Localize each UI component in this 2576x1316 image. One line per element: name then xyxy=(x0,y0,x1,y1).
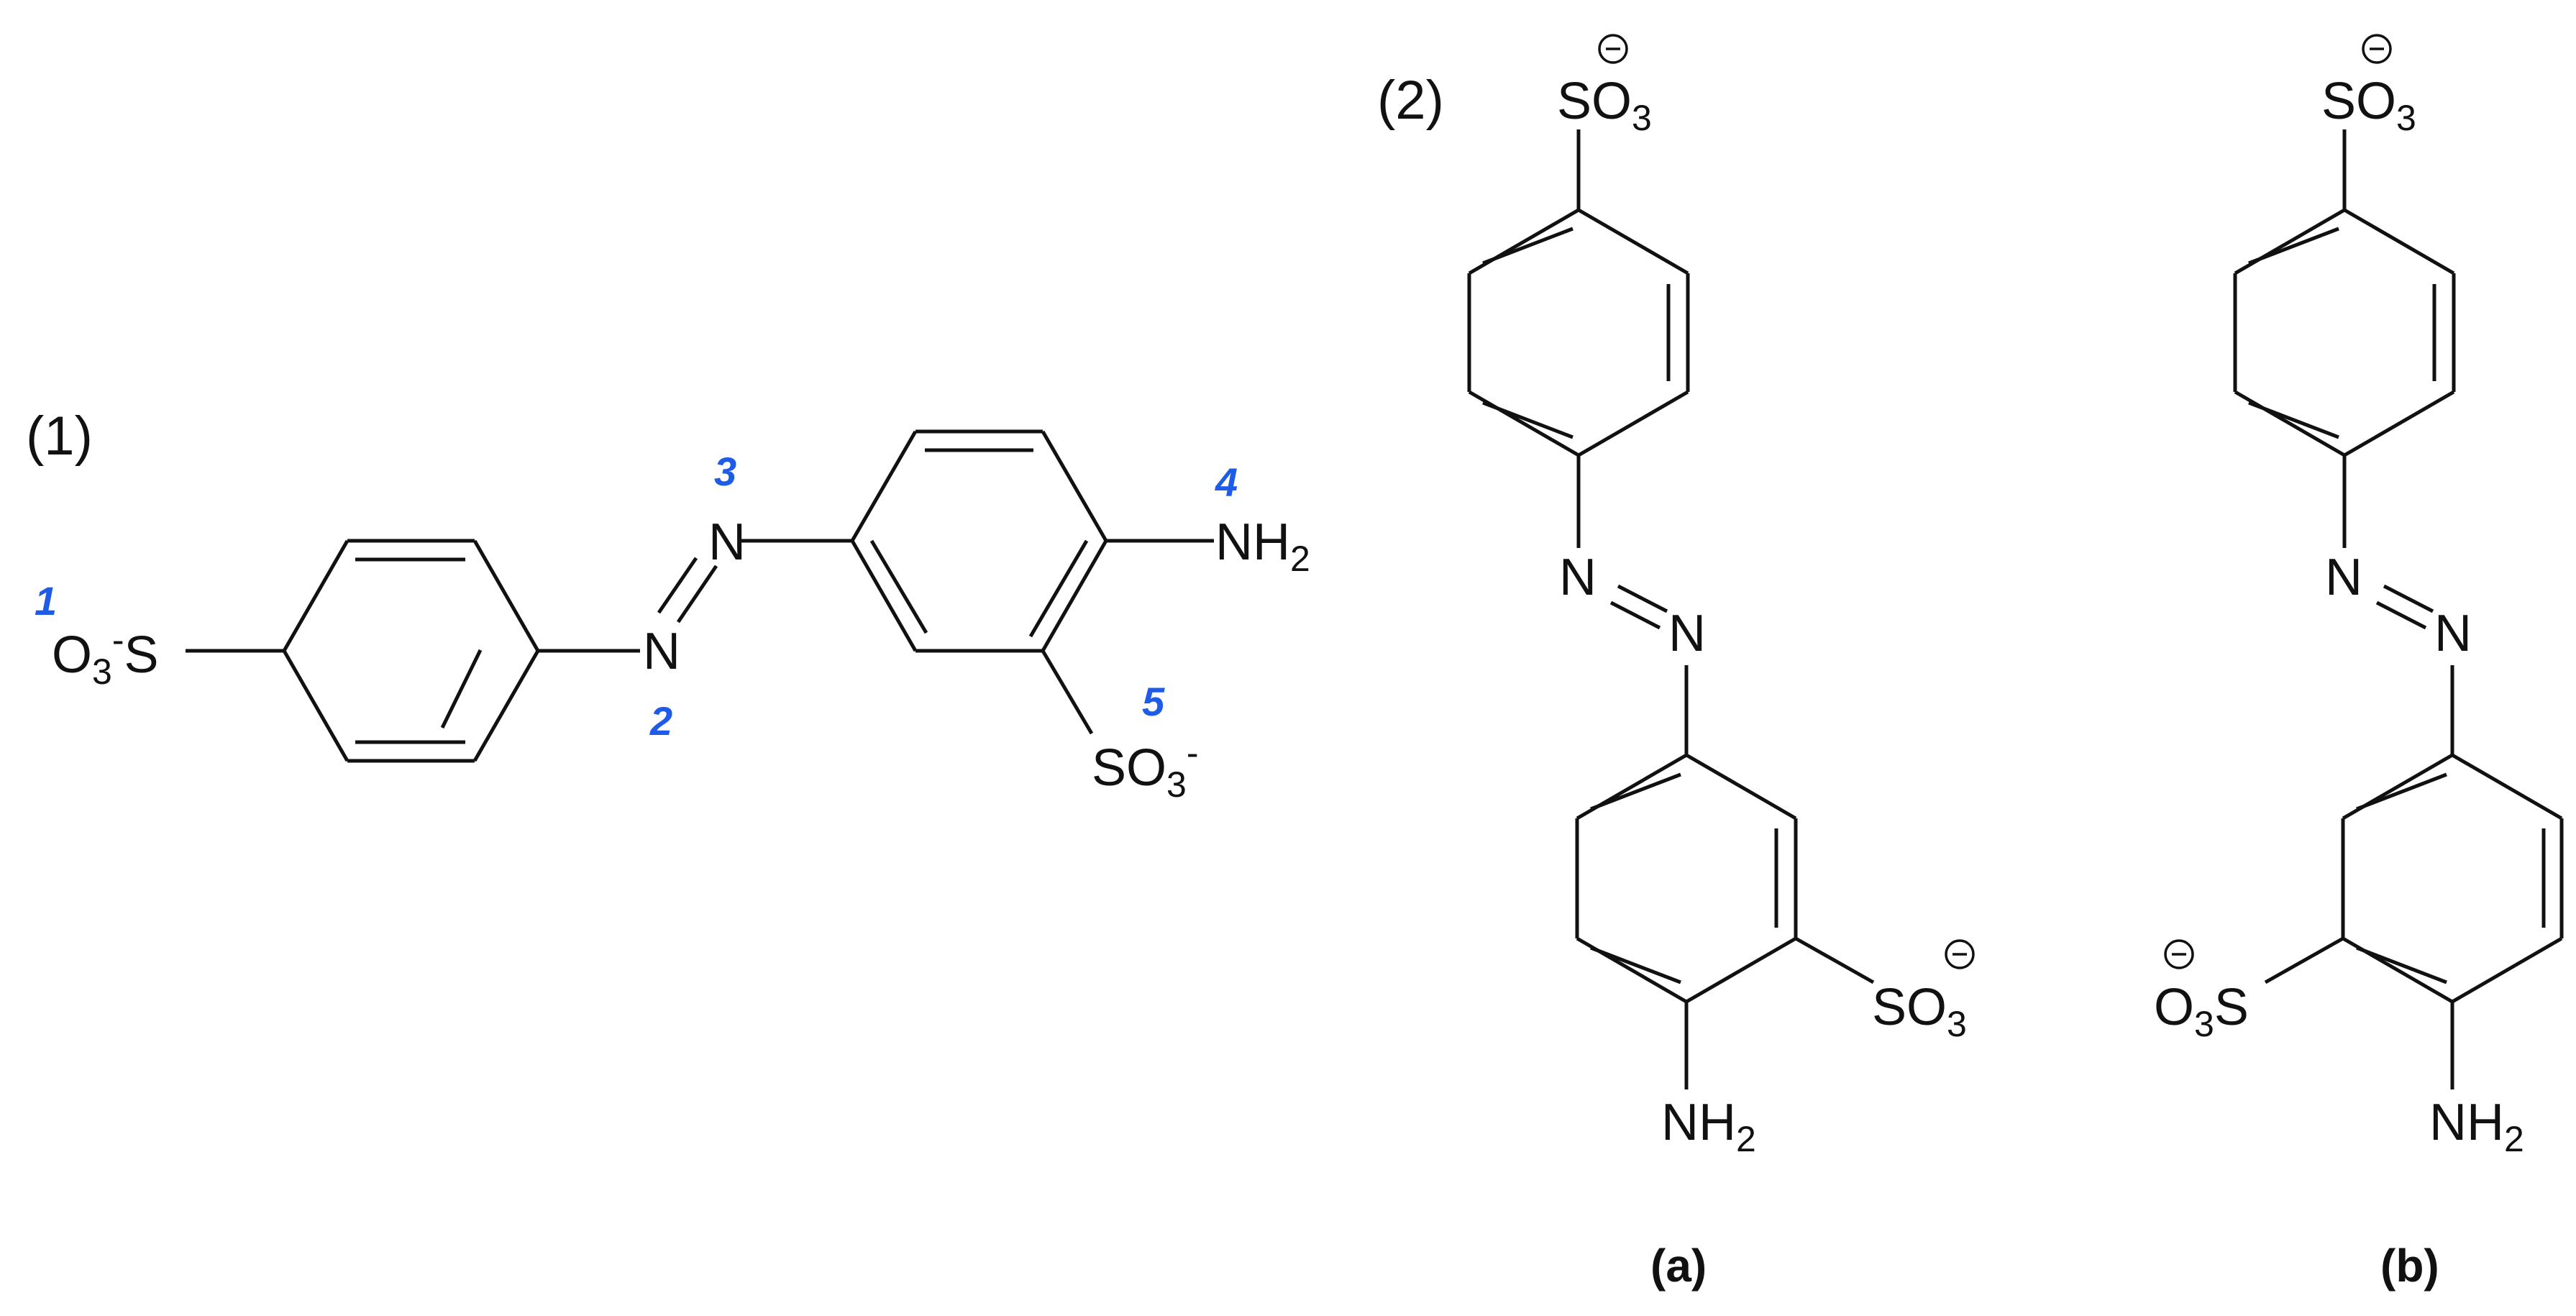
svg-text:NH2: NH2 xyxy=(1661,1094,1756,1159)
structure-2b: SO3 N N xyxy=(2154,34,2564,1292)
number-4: 4 xyxy=(1215,460,1238,505)
structure-1-right-ring xyxy=(850,429,1108,653)
s1-N-lower: N xyxy=(643,623,680,680)
s2b-SO3-top: SO xyxy=(2321,73,2396,130)
panel-label-2: (2) xyxy=(1377,70,1444,131)
svg-text:O3S: O3S xyxy=(2154,979,2249,1044)
s1-N-upper: N xyxy=(708,513,746,571)
s1-O: O xyxy=(52,626,92,684)
number-5: 5 xyxy=(1142,679,1165,724)
atom-numbering: 1 2 3 4 5 xyxy=(35,449,1238,744)
s2b-N-upper: N xyxy=(2325,549,2362,606)
number-3: 3 xyxy=(714,449,736,494)
structure-1: (1) xyxy=(26,406,1310,805)
s2a-NH2: NH xyxy=(1661,1094,1736,1151)
s2b-NH2: NH xyxy=(2429,1094,2504,1151)
s2b-N-lower: N xyxy=(2434,605,2472,662)
s1-SO3: SO xyxy=(1092,739,1166,797)
caption-a: (a) xyxy=(1650,1240,1707,1292)
s2a-N-upper: N xyxy=(1559,549,1597,606)
svg-text:SO3-: SO3- xyxy=(1092,733,1199,805)
s1-NH2: NH xyxy=(1215,513,1290,571)
structure-2a: SO3 N N xyxy=(1467,34,1975,1292)
number-2: 2 xyxy=(649,698,672,744)
svg-text:NH2: NH2 xyxy=(1215,513,1310,579)
structure-1-left-ring xyxy=(282,539,540,763)
panel-label-1: (1) xyxy=(26,406,93,467)
svg-text:O3-S: O3-S xyxy=(52,620,159,692)
s2a-N-lower: N xyxy=(1668,605,1706,662)
structure-2b-top-ring xyxy=(2233,208,2456,457)
svg-text:SO3: SO3 xyxy=(1557,73,1652,138)
svg-text:NH2: NH2 xyxy=(2429,1094,2524,1159)
svg-text:SO3: SO3 xyxy=(1872,979,1967,1044)
structure-2a-top-ring xyxy=(1467,208,1690,457)
svg-text:SO3: SO3 xyxy=(2321,73,2416,138)
structure-2b-bottom-ring xyxy=(2341,753,2564,1004)
s2a-SO3-right: SO xyxy=(1872,979,1947,1036)
caption-b: (b) xyxy=(2380,1240,2439,1292)
s2a-SO3-top: SO xyxy=(1557,73,1632,130)
s2b-O3S: O xyxy=(2154,979,2194,1036)
number-1: 1 xyxy=(35,578,57,623)
structure-2a-bottom-ring xyxy=(1575,753,1798,1004)
